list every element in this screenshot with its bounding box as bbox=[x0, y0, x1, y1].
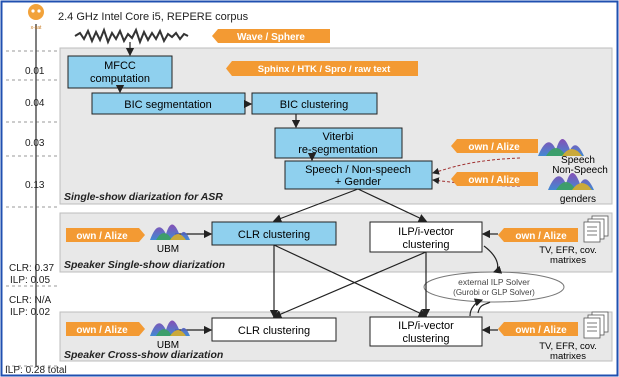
timing-mfcc: 0.01 bbox=[25, 66, 45, 77]
svg-text:external ILP Solver: external ILP Solver bbox=[458, 277, 530, 287]
svg-text:clustering: clustering bbox=[402, 239, 449, 251]
external-ilp-solver: external ILP Solver (Gurobi or GLP Solve… bbox=[423, 271, 565, 303]
logo-text: x-sat bbox=[31, 25, 42, 31]
svg-text:computation: computation bbox=[90, 73, 150, 85]
gaussian-icon-speech bbox=[538, 139, 584, 156]
model-nonspeech: Non-Speech bbox=[552, 165, 608, 176]
section-title-cross: Speaker Cross-show diarization bbox=[64, 349, 223, 361]
timing-viterbi: 0.03 bbox=[25, 138, 45, 149]
model-tv-cross-1: TV, EFR, cov. bbox=[539, 341, 597, 352]
gaussian-icon-ubm-single bbox=[150, 224, 190, 240]
logo: x-sat bbox=[28, 4, 44, 31]
matrix-stack-icon-cross bbox=[583, 311, 609, 339]
svg-text:Speech / Non-speech: Speech / Non-speech bbox=[305, 164, 411, 176]
tag-own-alize-ubm-cross: own / Alize bbox=[66, 322, 145, 336]
model-ubm-cross: UBM bbox=[157, 340, 179, 351]
svg-text:own / Alize: own / Alize bbox=[468, 175, 520, 186]
tag-own-alize-tv-single: own / Alize bbox=[498, 228, 578, 242]
svg-text:own / Alize: own / Alize bbox=[515, 325, 567, 336]
model-speech: Speech bbox=[561, 155, 595, 166]
svg-text:ILP/i-vector: ILP/i-vector bbox=[398, 226, 454, 238]
box-clr-cross: CLR clustering bbox=[211, 317, 337, 342]
timing-ilp-single: ILP: 0.05 bbox=[10, 275, 50, 286]
tag-wave-sphere: Wave / Sphere bbox=[212, 29, 330, 43]
box-viterbi: Viterbi re-segmentation bbox=[274, 127, 403, 159]
timing-total: ILP: 0.28 total bbox=[5, 365, 67, 376]
svg-text:Wave / Sphere: Wave / Sphere bbox=[237, 32, 305, 43]
box-bic-clustering: BIC clustering bbox=[251, 92, 378, 115]
timing-bic: 0.04 bbox=[25, 98, 45, 109]
section-title-asr: Single-show diarization for ASR bbox=[64, 191, 223, 203]
svg-text:CLR clustering: CLR clustering bbox=[238, 325, 310, 337]
timing-clr-cross: CLR: N/A bbox=[9, 295, 52, 306]
tag-own-alize-ubm-single: own / Alize bbox=[66, 228, 145, 242]
gaussian-icon-ubm-cross bbox=[150, 320, 190, 336]
box-clr-single: CLR clustering bbox=[211, 221, 337, 246]
tag-own-alize-tv-cross: own / Alize bbox=[498, 322, 578, 336]
svg-text:re-segmentation: re-segmentation bbox=[298, 144, 378, 156]
svg-text:Sphinx / HTK / Spro / raw text: Sphinx / HTK / Spro / raw text bbox=[258, 64, 391, 75]
model-genders: genders bbox=[560, 194, 596, 205]
box-ilp-single: ILP/i-vector clustering bbox=[369, 221, 483, 253]
svg-text:own / Alize: own / Alize bbox=[76, 325, 128, 336]
svg-text:own / Alize: own / Alize bbox=[76, 231, 128, 242]
timing-speech: 0.13 bbox=[25, 180, 45, 191]
box-ilp-cross: ILP/i-vector clustering bbox=[369, 316, 483, 347]
svg-text:BIC clustering: BIC clustering bbox=[280, 99, 348, 111]
tag-own-alize-genders: own / Alize bbox=[451, 172, 538, 186]
timings: 0.01 0.04 0.03 0.13 CLR: 0.37 ILP: 0.05 … bbox=[5, 66, 67, 376]
matrix-stack-icon-single bbox=[583, 215, 609, 243]
svg-text:own / Alize: own / Alize bbox=[515, 231, 567, 242]
timing-clr-single: CLR: 0.37 bbox=[9, 263, 54, 274]
waveform-icon bbox=[74, 27, 189, 45]
model-tv-cross-2: matrixes bbox=[550, 351, 586, 362]
svg-text:MFCC: MFCC bbox=[104, 60, 136, 72]
svg-text:own / Alize: own / Alize bbox=[468, 142, 520, 153]
svg-text:CLR clustering: CLR clustering bbox=[238, 229, 310, 241]
box-speech-nonspeech: Speech / Non-speech + Gender bbox=[284, 160, 433, 190]
tag-own-alize-speech: own / Alize bbox=[451, 139, 538, 153]
gaussian-icon-genders bbox=[548, 173, 594, 190]
svg-text:clustering: clustering bbox=[402, 333, 449, 345]
timing-ilp-cross: ILP: 0.02 bbox=[10, 307, 50, 318]
box-bic-segmentation: BIC segmentation bbox=[91, 92, 246, 115]
svg-text:Viterbi: Viterbi bbox=[323, 131, 354, 143]
box-mfcc: MFCC computation bbox=[67, 55, 173, 89]
machine-label: 2.4 GHz Intel Core i5, REPERE corpus bbox=[58, 11, 249, 23]
svg-text:(Gurobi or GLP Solver): (Gurobi or GLP Solver) bbox=[453, 288, 535, 297]
row-separators bbox=[6, 50, 60, 367]
section-title-single: Speaker Single-show diarization bbox=[64, 259, 225, 271]
model-tv-single-2: matrixes bbox=[550, 255, 586, 266]
flow-arrows bbox=[115, 42, 503, 335]
model-tv-single-1: TV, EFR, cov. bbox=[539, 245, 597, 256]
svg-text:BIC segmentation: BIC segmentation bbox=[124, 99, 211, 111]
tag-feature-tools: Sphinx / HTK / Spro / raw text bbox=[226, 61, 418, 76]
model-ubm-single: UBM bbox=[157, 244, 179, 255]
svg-text:ILP/i-vector: ILP/i-vector bbox=[398, 320, 454, 332]
svg-text:+ Gender: + Gender bbox=[335, 176, 382, 188]
